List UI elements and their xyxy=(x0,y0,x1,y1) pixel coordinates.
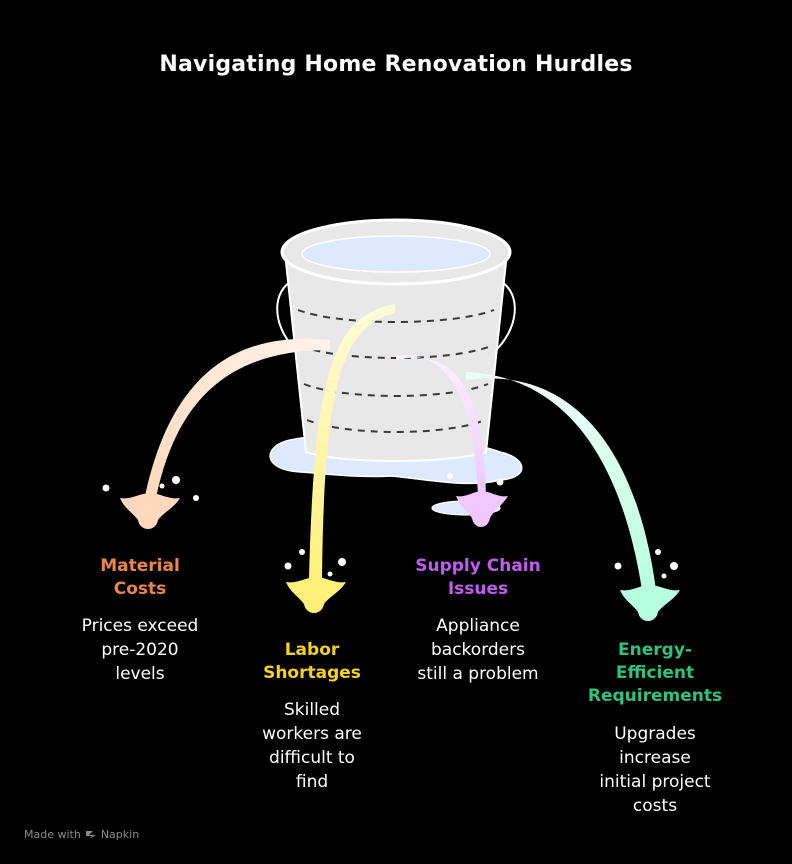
supply-stream xyxy=(396,355,486,496)
diagram-title: Navigating Home Renovation Hurdles xyxy=(159,52,633,77)
labor-splash xyxy=(284,549,346,613)
material-splash xyxy=(102,476,199,529)
supply-splash xyxy=(447,473,508,527)
bucket-handle-right xyxy=(493,281,516,353)
bucket-water xyxy=(301,235,491,273)
footer-made-with: Made with xyxy=(24,828,81,841)
footer-brand: Napkin xyxy=(100,828,140,841)
energy-stream xyxy=(466,372,656,590)
napkin-logo-icon xyxy=(85,830,96,839)
material-stream xyxy=(145,338,330,498)
footer-credit: Made with Napkin xyxy=(24,828,139,841)
energy-splash xyxy=(614,549,680,621)
labor-stream xyxy=(309,304,395,580)
